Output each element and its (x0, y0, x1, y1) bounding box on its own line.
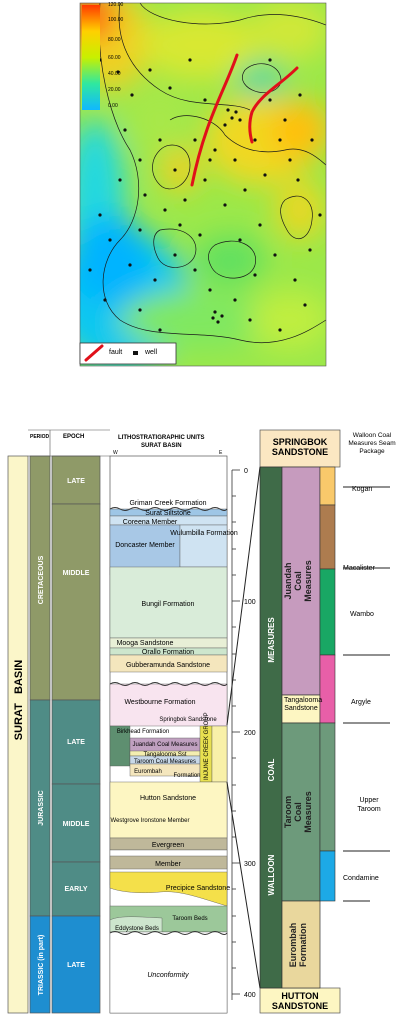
colorbar-label: 60.00 (108, 55, 121, 61)
seam-label: Macalister (343, 565, 375, 572)
detail-unit-labels: JuandahCoalMeasures TaroomCoalMeasures E… (283, 560, 313, 968)
colorbar-label: 0.00 (108, 103, 118, 109)
depth-labels: 0 100 200 300 400 (244, 468, 256, 999)
depth-label: 400 (244, 992, 256, 999)
units-subheader: SURAT BASIN (141, 443, 182, 449)
seam-label: Upper Taroom (357, 797, 381, 813)
unit-label: Tangalooma Sst (143, 752, 186, 758)
unit-label: Mooga Sandstone (117, 640, 174, 647)
unit-label: Hutton Sandstone (140, 795, 196, 802)
unit-label: Taroom Coal Measures (134, 759, 196, 765)
colorbar-label: 120.00 (108, 2, 124, 8)
unit-label: Surat Siltstone (145, 510, 191, 517)
colorbar-label: 40.00 (108, 71, 121, 77)
tangalooma-label: Tangalooma Sandstone (284, 697, 323, 712)
unit-label: Orallo Formation (142, 649, 194, 656)
taroom-label: TaroomCoalMeasures (283, 791, 313, 833)
epoch-label: LATE (67, 478, 85, 485)
unit-label: Birkhead Formation (117, 729, 169, 735)
unit-label: Eurombah (134, 769, 162, 775)
walloon-labels: WALLOON COAL MEASURES (267, 617, 276, 896)
unit-label: Unconformity (147, 972, 189, 979)
east-label: E (219, 450, 223, 456)
epoch-label: MIDDLE (63, 570, 90, 577)
springbok-label: SPRINGBOK SANDSTONE (271, 437, 329, 457)
seam-label: Argyle (351, 699, 371, 706)
period-label: JURASSIC (38, 790, 45, 825)
seam-label: Wambo (350, 611, 374, 618)
depth-label: 0 (244, 468, 248, 475)
west-label: W (113, 450, 118, 456)
colorbar-label: 100.00 (108, 17, 124, 23)
unit-label: Gubberamunda Sandstone (126, 662, 210, 669)
colorbar-label: 20.00 (108, 87, 121, 93)
hutton-label: HUTTON SANDSTONE (271, 991, 329, 1011)
units-header: LITHOSTRATIGRAPHIC UNITS (118, 435, 205, 441)
unit-label: Precipice Sandstone (166, 885, 230, 892)
epoch-labels: LATE MIDDLE LATE MIDDLE EARLY LATE (63, 478, 90, 969)
unit-label: Wulumbilla Formation (170, 530, 238, 537)
unit-label: Member (155, 861, 181, 868)
period-label: TRIASSIC (in part) (38, 935, 45, 996)
heat-map (79, 2, 327, 367)
unit-label: INJUNE CREEK GROUP (204, 712, 210, 780)
seam-label: Kogan (352, 486, 373, 493)
period-label: CRETACEOUS (38, 555, 45, 604)
unit-label: Westbourne Formation (124, 699, 195, 706)
epoch-header: EPOCH (63, 434, 85, 440)
seam-label: Condamine (343, 875, 379, 882)
unit-labels: Griman Creek Formation Surat Siltstone C… (111, 500, 238, 979)
unit-label: Eddystone Beds (115, 926, 159, 932)
depth-label: 300 (244, 861, 256, 868)
depth-label: 200 (244, 730, 256, 737)
period-labels: CRETACEOUS JURASSIC TRIASSIC (in part) (38, 555, 45, 995)
unit-label: Griman Creek Formation (129, 500, 206, 507)
seam-header: Walloon Coal Measures Seam Package (348, 432, 396, 455)
unit-label: Formation (173, 773, 200, 779)
fault-legend-icon (84, 344, 104, 362)
juandah-label: JuandahCoalMeasures (283, 560, 313, 602)
epoch-label: LATE (67, 962, 85, 969)
fault-lines (190, 53, 299, 187)
walloon-label: WALLOON (267, 854, 276, 895)
unit-label: Springbok Sandstone (159, 717, 217, 723)
unit-label: Bungil Formation (142, 601, 195, 608)
epoch-label: MIDDLE (63, 821, 90, 828)
unit-label: Doncaster Member (115, 542, 175, 549)
basin-label: SURAT BASIN (13, 660, 25, 741)
fault-legend-label: fault (109, 349, 123, 356)
eurombah-label: EurombahFormation (288, 923, 308, 968)
well-legend-label: well (145, 349, 158, 356)
measures-label: MEASURES (267, 617, 276, 663)
period-header: PERIOD (30, 434, 50, 440)
colorbar-label: 80.00 (108, 37, 121, 43)
depth-label: 100 (244, 599, 256, 606)
map-legend (79, 342, 177, 365)
unit-label: Coreena Member (123, 519, 178, 526)
unit-label: Taroom Beds (172, 916, 207, 922)
well-legend-icon (133, 351, 138, 355)
unit-label: Evergreen (152, 842, 184, 849)
unit-label: Juandah Coal Measures (132, 742, 197, 748)
unit-label: Westgrove Ironstone Member (111, 818, 190, 824)
coal-label: COAL (267, 759, 276, 782)
color-scale (82, 5, 100, 110)
epoch-label: EARLY (64, 886, 87, 893)
epoch-label: LATE (67, 739, 85, 746)
